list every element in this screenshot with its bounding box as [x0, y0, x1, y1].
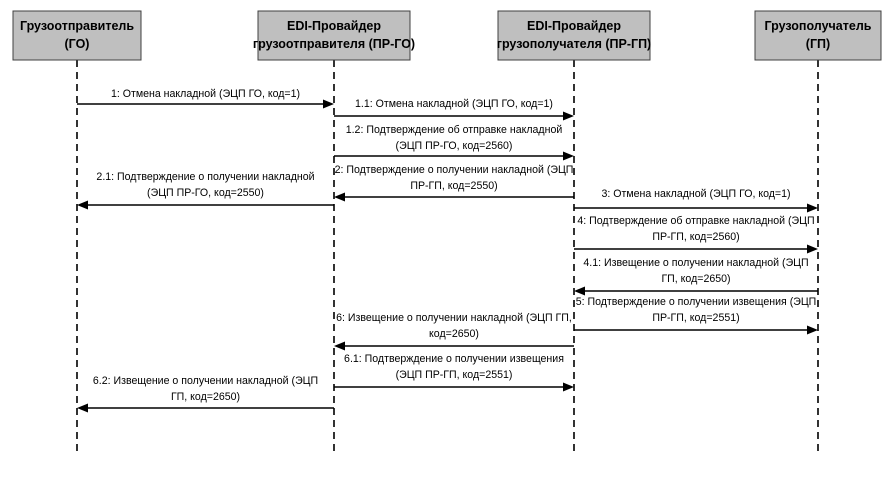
message-label: (ЭЦП ПР-ГП, код=2551): [396, 369, 513, 381]
arrowhead-icon: [574, 286, 585, 296]
actor-label: Грузополучатель: [765, 19, 872, 33]
actor-label: грузоотправителя (ПР-ГО): [253, 37, 415, 51]
arrowhead-icon: [807, 325, 818, 335]
arrowhead-icon: [334, 341, 345, 351]
message-label: 6.1: Подтверждение о получении извещения: [344, 353, 564, 365]
message-label: 3: Отмена накладной (ЭЦП ГО, код=1): [601, 188, 790, 200]
arrowhead-icon: [323, 99, 334, 109]
message-label: 4.1: Извещение о получении накладной (ЭЦ…: [583, 257, 808, 269]
message-label: 2.1: Подтверждение о получении накладной: [96, 171, 314, 183]
message: 6.2: Извещение о получении накладной (ЭЦ…: [77, 375, 334, 413]
message: 2: Подтверждение о получении накладной (…: [334, 164, 574, 202]
message-label: код=2650): [429, 328, 479, 340]
actor-box: [257, 10, 411, 61]
message: 1.2: Подтверждение об отправке накладной…: [334, 124, 574, 161]
arrowhead-icon: [77, 403, 88, 413]
actor-box: [754, 10, 882, 61]
message-label: 1: Отмена накладной (ЭЦП ГО, код=1): [111, 88, 300, 100]
message: 1: Отмена накладной (ЭЦП ГО, код=1): [77, 88, 334, 109]
actor-gp: Грузополучатель (ГП): [754, 10, 882, 61]
actor-prgp: EDI-Провайдер грузополучателя (ПР-ГП): [497, 10, 651, 61]
actor-box: [12, 10, 142, 61]
message: 6: Извещение о получении накладной (ЭЦП …: [334, 312, 574, 351]
message: 5: Подтверждение о получении извещения (…: [574, 296, 818, 335]
actor-prgo: EDI-Провайдер грузоотправителя (ПР-ГО): [253, 10, 415, 61]
arrowhead-icon: [563, 382, 574, 392]
actor-label: грузополучателя (ПР-ГП): [497, 37, 651, 51]
message: 6.1: Подтверждение о получении извещения…: [334, 353, 574, 392]
actor-label: (ГО): [65, 37, 90, 51]
message: 4: Подтверждение об отправке накладной (…: [574, 215, 818, 254]
message-label: 1.1: Отмена накладной (ЭЦП ГО, код=1): [355, 98, 553, 110]
arrowhead-icon: [807, 203, 818, 213]
message: 1.1: Отмена накладной (ЭЦП ГО, код=1): [334, 98, 574, 121]
message-label: 2: Подтверждение о получении накладной (…: [335, 164, 574, 176]
message-label: (ЭЦП ПР-ГО, код=2550): [147, 187, 264, 199]
message-label: 5: Подтверждение о получении извещения (…: [576, 296, 817, 308]
arrowhead-icon: [563, 111, 574, 121]
message-label: 6: Извещение о получении накладной (ЭЦП …: [336, 312, 572, 324]
actor-box: [497, 10, 651, 61]
actor-label: EDI-Провайдер: [527, 19, 621, 33]
actor-go: Грузоотправитель (ГО): [12, 10, 142, 61]
message: 3: Отмена накладной (ЭЦП ГО, код=1): [574, 188, 818, 213]
message-label: ПР-ГП, код=2560): [652, 231, 739, 243]
message: 4.1: Извещение о получении накладной (ЭЦ…: [574, 257, 818, 296]
message-label: (ЭЦП ПР-ГО, код=2560): [396, 140, 513, 152]
message-label: ГП, код=2650): [171, 391, 240, 403]
arrowhead-icon: [77, 200, 88, 210]
message-label: ПР-ГП, код=2550): [410, 180, 497, 192]
message-label: 4: Подтверждение об отправке накладной (…: [577, 215, 814, 227]
actors: Грузоотправитель (ГО) EDI-Провайдер грузоот…: [12, 10, 882, 61]
actor-label: Грузоотправитель: [20, 19, 134, 33]
actor-label: EDI-Провайдер: [287, 19, 381, 33]
arrowhead-icon: [807, 244, 818, 254]
message-label: ПР-ГП, код=2551): [652, 312, 739, 324]
actor-label: (ГП): [806, 37, 830, 51]
message-label: ГП, код=2650): [661, 273, 730, 285]
arrowhead-icon: [563, 151, 574, 161]
arrowhead-icon: [334, 192, 345, 202]
message: 2.1: Подтверждение о получении накладной…: [77, 171, 334, 210]
message-label: 6.2: Извещение о получении накладной (ЭЦ…: [93, 375, 318, 387]
messages: 1: Отмена накладной (ЭЦП ГО, код=1) 1.1: …: [77, 88, 818, 413]
message-label: 1.2: Подтверждение об отправке накладной: [346, 124, 563, 136]
